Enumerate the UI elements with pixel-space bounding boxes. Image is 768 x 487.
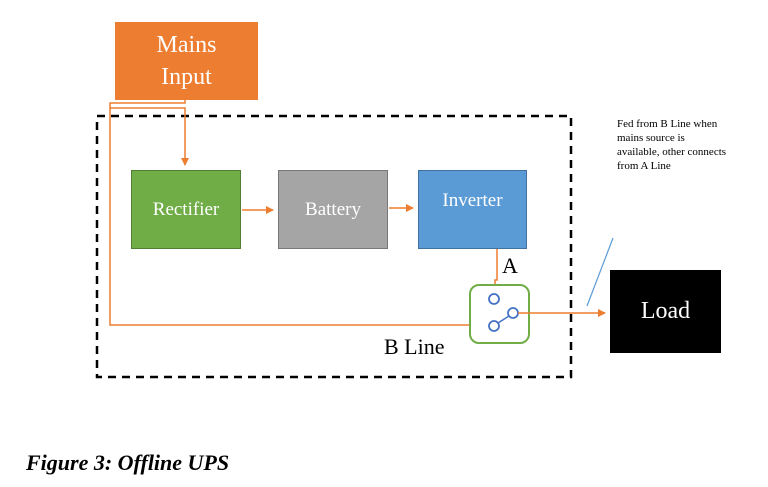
rectifier-label: Rectifier (152, 198, 220, 220)
ups-enclosure-dashed-border (95, 114, 573, 379)
mains-input-box: Mains Input (115, 22, 258, 100)
inverter-label: Inverter (442, 190, 503, 211)
transfer-switch-box (469, 284, 530, 344)
switch-contact-output (507, 307, 519, 319)
switch-lever (497, 315, 510, 324)
callout-pointer-line (586, 237, 614, 307)
load-box: Load (610, 270, 721, 353)
callout-note: Fed from B Line when mains source is ava… (617, 118, 727, 172)
switch-contact-b (488, 320, 500, 332)
mains-label-line1: Mains (156, 32, 217, 58)
battery-box: Battery (278, 170, 388, 249)
switch-contact-a (488, 293, 500, 305)
battery-label: Battery (305, 198, 361, 220)
load-label: Load (640, 298, 691, 324)
figure-caption: Figure 3: Offline UPS (26, 450, 230, 475)
b-line-label: B Line (384, 334, 445, 359)
switch-label-a: A (502, 253, 518, 278)
inverter-box: Inverter (418, 170, 527, 249)
rectifier-box: Rectifier (131, 170, 241, 249)
mains-to-rectifier-line (109, 100, 189, 166)
mains-label-line2: Input (161, 64, 212, 90)
b-line-path (109, 108, 488, 329)
